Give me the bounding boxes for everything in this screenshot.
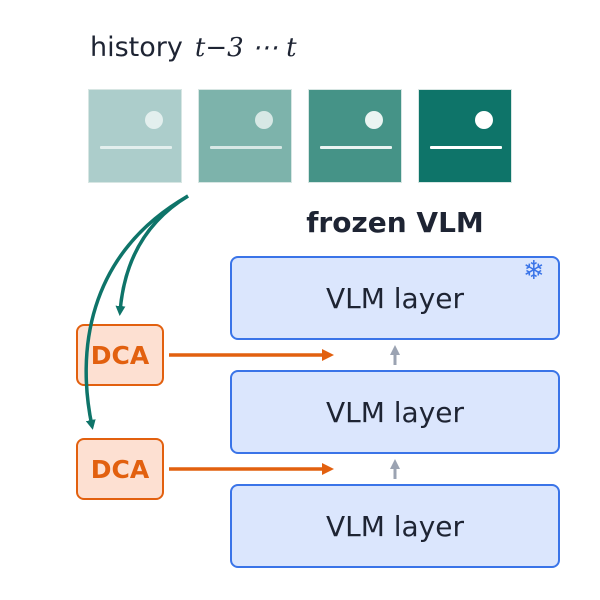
history-label-text: history: [90, 32, 183, 63]
vlm-layer-label: VLM layer: [325, 281, 465, 315]
dca-label: DCA: [90, 340, 150, 370]
dca-block-lower: DCA: [76, 438, 164, 500]
vlm-layer-bottom: VLM layer: [230, 484, 560, 568]
history-to-dca-upper-arrow: [115, 194, 189, 316]
history-frame-1: [88, 89, 182, 183]
frame-line: [100, 146, 172, 149]
frame-dot: [255, 111, 273, 129]
frame-dot: [475, 111, 493, 129]
vlm-layer-middle: VLM layer: [230, 370, 560, 454]
history-to-dca-lower-arrow: [84, 194, 189, 430]
frame-dot: [365, 111, 383, 129]
frozen-vlm-title: frozen VLM: [306, 206, 484, 239]
history-frame-3: [308, 89, 402, 183]
history-time-range: t−3 ⋯ t: [194, 33, 297, 63]
frame-line: [430, 146, 502, 149]
history-frame-4: [418, 89, 512, 183]
vlm-layer-label: VLM layer: [325, 509, 465, 543]
dca-label: DCA: [90, 454, 150, 484]
snowflake-icon: ❄: [523, 256, 545, 286]
vlm-layer-label: VLM layer: [325, 395, 465, 429]
history-frame-2: [198, 89, 292, 183]
history-label: history t−3 ⋯ t: [90, 32, 297, 63]
frame-line: [210, 146, 282, 149]
frame-line: [320, 146, 392, 149]
frame-dot: [145, 111, 163, 129]
vlm-layer-top: VLM layer: [230, 256, 560, 340]
